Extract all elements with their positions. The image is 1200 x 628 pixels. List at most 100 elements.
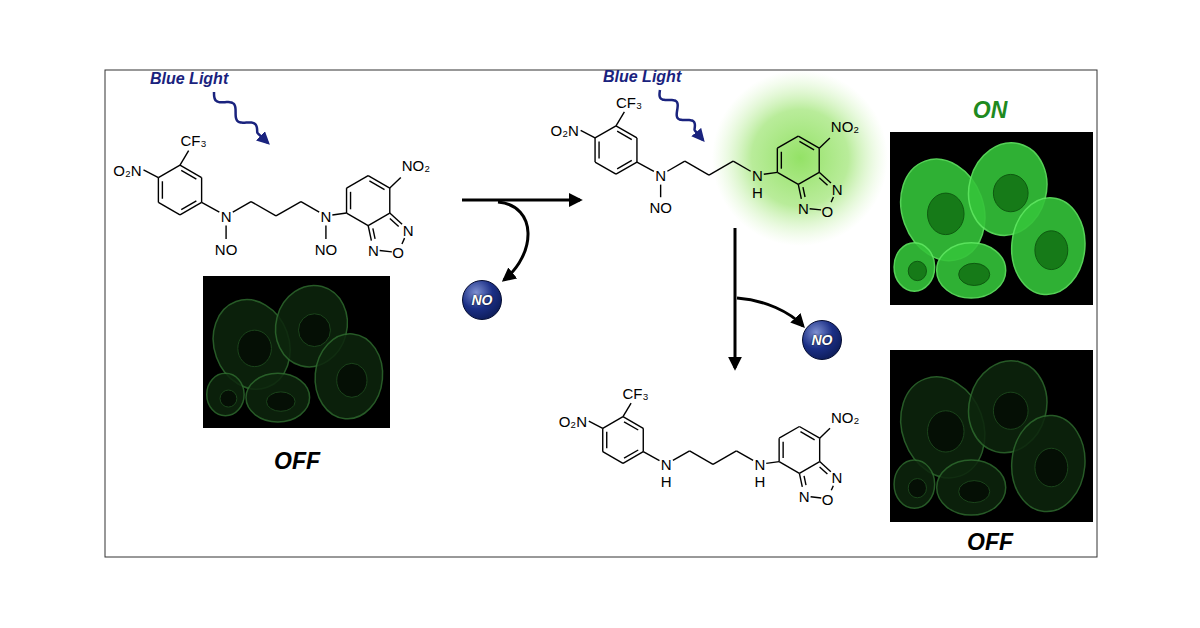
label-text: O (822, 490, 834, 507)
bond-line (325, 225, 326, 239)
cell-body (246, 373, 310, 422)
bond-line (251, 202, 276, 216)
reaction-arrow (462, 199, 580, 202)
bond-line (144, 170, 159, 178)
label-text: ON (973, 97, 1008, 123)
bond-line (819, 438, 820, 461)
atom-label: H (661, 474, 672, 489)
bond-line (158, 178, 159, 203)
bond-line (777, 136, 798, 148)
double-bond-line (803, 187, 805, 197)
bond-line (685, 161, 709, 175)
double-bond-line (617, 131, 632, 139)
double-bond-line (181, 170, 196, 179)
bond-line (766, 462, 779, 464)
label-text: N (221, 207, 232, 224)
atom-label: H (752, 185, 763, 200)
atom-label: N (655, 168, 666, 183)
bond-line (402, 238, 405, 244)
bond-line (709, 161, 733, 175)
atom-label: N (661, 457, 672, 472)
label-text: O (822, 202, 834, 219)
label-text: NO (315, 240, 338, 257)
bond-line (380, 251, 392, 252)
cell-nucleus (220, 390, 237, 407)
bond-line (389, 188, 390, 213)
double-bond-line (819, 178, 827, 185)
atom-label: N (403, 222, 414, 237)
bond-line (368, 226, 371, 241)
release-arrow (498, 202, 528, 280)
bond-line (811, 497, 822, 498)
light-label: Blue Light (150, 71, 228, 87)
atom-label: CF₃ (623, 386, 649, 401)
label-text: CF₃ (180, 132, 206, 149)
light-arrow (214, 92, 268, 143)
cell-nucleus (928, 411, 965, 452)
cell-nucleus (928, 193, 965, 235)
atom-label: O (392, 245, 404, 260)
bond-line (777, 148, 778, 172)
cell-body (1008, 195, 1089, 298)
bond-line (589, 421, 603, 428)
light-label: Blue Light (603, 69, 681, 85)
cell-body (894, 243, 935, 291)
label-text: N (832, 180, 843, 197)
cell-nucleus (993, 174, 1028, 211)
cell-body (312, 331, 386, 422)
atom-label: NO₂ (402, 158, 430, 173)
atom-label: CF₃ (616, 94, 642, 109)
label-text: NO (649, 198, 672, 215)
bond-line (673, 451, 690, 461)
double-bond-line (800, 432, 814, 440)
release-arrow (737, 298, 803, 326)
bond-line (603, 452, 623, 464)
state-label: OFF (274, 450, 320, 473)
cell-nucleus (993, 392, 1028, 429)
double-bond-line (350, 192, 351, 209)
double-bond-line (820, 467, 828, 474)
double-bond-line (624, 450, 638, 458)
cell-nucleus (908, 479, 926, 498)
bond-line (643, 452, 659, 461)
bond-line (158, 202, 180, 214)
bond-line (799, 462, 819, 474)
double-bond-line (606, 432, 607, 448)
atom-label: NO (649, 199, 672, 214)
label-text: N (655, 167, 666, 184)
label-text: CF₃ (616, 93, 642, 110)
atom-label: NO₂ (831, 409, 859, 424)
bond-line (690, 451, 713, 465)
bond-line (202, 202, 220, 212)
state-label: OFF (967, 531, 1013, 554)
node-text: NO (472, 292, 493, 308)
label-text: O₂N (550, 122, 578, 139)
label-text: N (320, 207, 331, 224)
bond-line (332, 213, 346, 215)
label-text: NO₂ (831, 408, 859, 425)
atom-label: N (798, 201, 809, 216)
cell-body (937, 243, 1006, 298)
bond-line (158, 165, 180, 177)
bond-line (347, 213, 369, 225)
atom-label: N (320, 208, 331, 223)
double-bond-line (804, 476, 806, 485)
label-text: NO₂ (402, 157, 430, 174)
bond-line (643, 428, 644, 451)
bond-line (778, 438, 779, 461)
bond-line (819, 172, 831, 183)
bond-line (623, 403, 631, 417)
bond-line (733, 161, 750, 171)
light-arrow (659, 90, 703, 140)
double-bond-line (617, 160, 632, 168)
label-text: Blue Light (150, 70, 228, 87)
bond-line (713, 451, 736, 465)
label-text: N (752, 167, 763, 184)
label-text: Blue Light (603, 68, 681, 85)
double-bond-line (781, 152, 782, 169)
label-text: H (754, 473, 765, 490)
atom-label: N (221, 208, 232, 223)
cell-nucleus (266, 392, 295, 411)
bond-line (301, 202, 319, 213)
label-text: CF₃ (623, 385, 649, 402)
